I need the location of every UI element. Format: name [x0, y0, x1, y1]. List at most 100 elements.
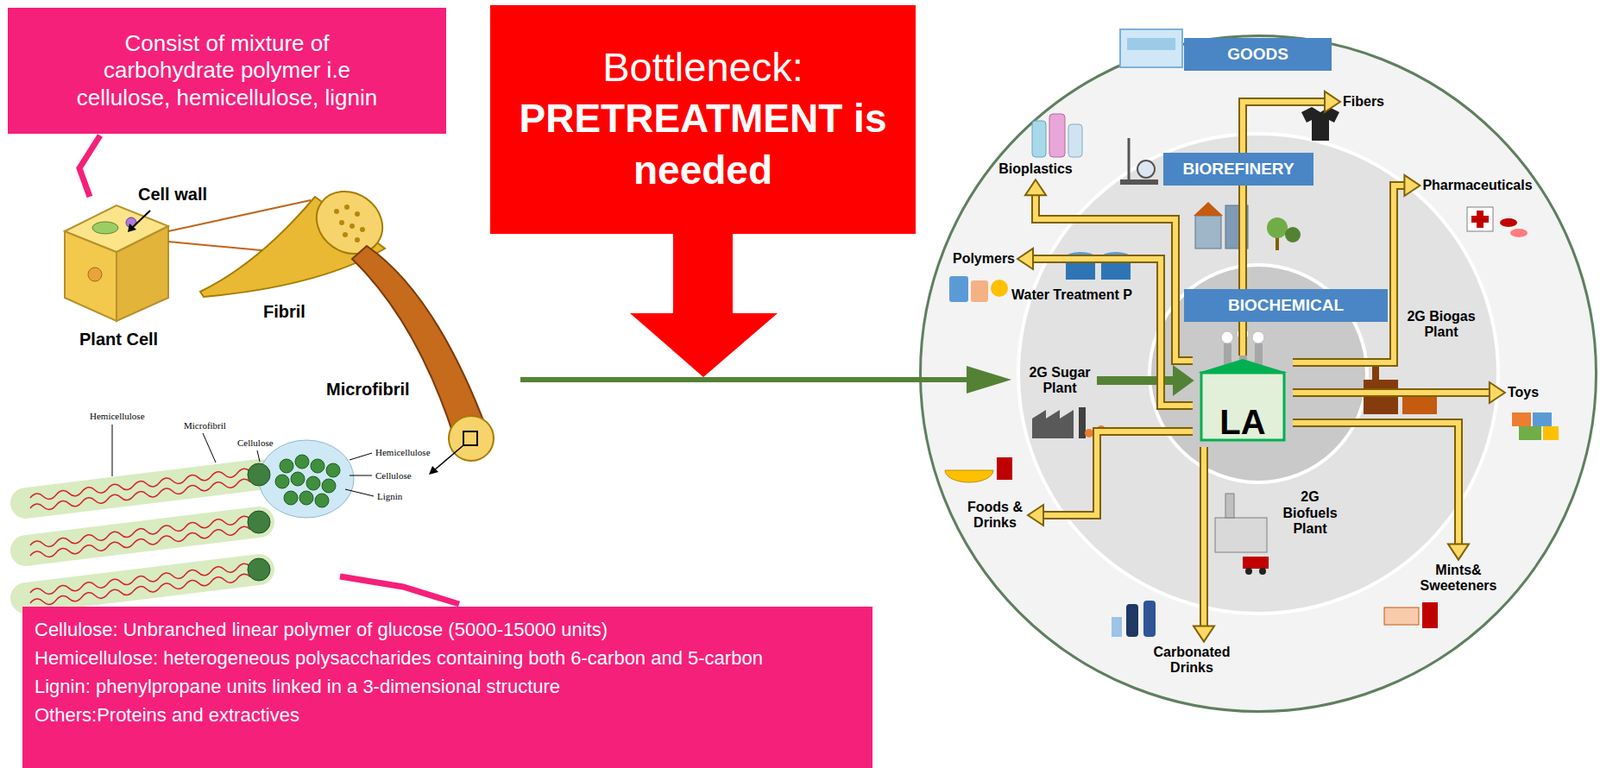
biochemical-ring: BIOCHEMICALLA: [1147, 263, 1369, 485]
definition-text: Cellulose: Unbranched linear polymer of …: [34, 615, 861, 644]
bottleneck-arrow: [629, 233, 778, 378]
part-label: Microfibril: [183, 420, 227, 431]
plant-node: LA: [1195, 358, 1291, 445]
bottle-icon: [1032, 120, 1046, 158]
toy-icon: [1518, 426, 1542, 441]
process-arrow: [520, 377, 969, 383]
product-label: Polymers: [952, 251, 1015, 267]
dot: [344, 204, 350, 210]
section-ground: [258, 440, 354, 518]
product-node: Toys: [1507, 384, 1539, 401]
dot: [349, 223, 355, 229]
polymer-icon: [990, 279, 1008, 297]
fibril-section: [304, 178, 396, 267]
pointer-arrow: [132, 210, 151, 228]
cloud-icon: [1221, 331, 1234, 344]
factory-icon: [1225, 493, 1235, 518]
product-node: Polymers: [952, 251, 1015, 267]
pointer-arrow-head: [127, 223, 137, 233]
ring-outline: [919, 34, 1598, 713]
hemicellulose-strands: [30, 468, 251, 605]
fibril-dots: [333, 204, 366, 243]
mint-icon: [1422, 602, 1438, 629]
zoom-arrow: [434, 445, 464, 471]
goods-ring: GOODSBIOREFINERYBIOCHEMICALLA2G Sugar Pl…: [919, 34, 1598, 713]
product-label: Bioplastics: [998, 161, 1072, 177]
product-label: Foods & Drinks: [964, 499, 1026, 532]
bottle-icon: [1049, 113, 1065, 158]
arrow-outline: [1199, 447, 1209, 628]
plant-building: [1201, 372, 1285, 441]
product-node: Bioplastics: [998, 161, 1072, 177]
sugar-icon: [1084, 428, 1094, 438]
part-label: Cellulose: [237, 437, 274, 448]
lab-icon: [1137, 160, 1155, 178]
lab-icon: [1127, 138, 1131, 182]
dot: [354, 237, 360, 243]
strand: [30, 468, 251, 499]
definition-box: Cellulose: Unbranched linear polymer of …: [22, 606, 873, 768]
strand: [30, 573, 251, 605]
cellulose-unit: [310, 459, 325, 473]
bottle-icon: [1143, 600, 1156, 637]
cellulose-unit: [326, 463, 341, 478]
pointer-line: [79, 135, 101, 197]
bottleneck-text: PRETREATMENT is needed: [507, 93, 899, 197]
polymer-icon: [949, 276, 969, 303]
dot: [333, 208, 340, 215]
definition-text: Others:Proteins and extractives: [34, 700, 861, 730]
product-node: Foods & Drinks: [964, 499, 1026, 532]
zoom-arrow-head: [428, 466, 439, 475]
building-icon: [1127, 37, 1176, 51]
plant-node: 2G Biofuels Plant: [1280, 489, 1340, 537]
microfibril-section: [448, 415, 494, 461]
part-label: Lignin: [377, 491, 403, 502]
part-label: Cell wall: [138, 184, 208, 205]
truck-icon: [1245, 567, 1253, 575]
bottleneck-text: Bottleneck:: [602, 42, 804, 94]
part-label: Cellulose: [375, 470, 412, 481]
ring-banner: BIOREFINERY: [1163, 152, 1314, 186]
cellulose-unit: [290, 472, 305, 486]
cellulose-unit: [314, 493, 329, 508]
part-label: Microfibril: [326, 379, 410, 400]
leader-line: [257, 450, 260, 462]
product-label: Carbonated Drinks: [1151, 644, 1234, 677]
dot: [342, 232, 348, 238]
microfibril-end: [247, 463, 271, 486]
organelle: [92, 221, 119, 234]
bottle-icon: [1126, 604, 1139, 637]
arrow-shaft: [1292, 390, 1491, 396]
note-box: Consist of mixture of carbohydrate polym…: [7, 7, 447, 134]
dot: [359, 226, 366, 233]
product-node: Fibers: [1342, 94, 1385, 110]
product-node: Mints& Sweeteners: [1418, 562, 1499, 595]
bottleneck-box: Bottleneck:PRETREATMENT is needed: [490, 5, 916, 234]
product-label: Mints& Sweeteners: [1418, 562, 1499, 595]
tree-icon: [1266, 217, 1288, 239]
arrow-outline: [1292, 388, 1491, 397]
toy-icon: [1543, 426, 1559, 441]
note-text: Consist of mixture of carbohydrate polym…: [59, 30, 395, 112]
cell-face: [64, 205, 169, 252]
plant-node: 2G Sugar Plant: [1025, 365, 1095, 397]
building-icon: [1120, 29, 1183, 68]
ring-circle: [1018, 133, 1499, 614]
microfibril-end: [247, 510, 271, 534]
factory-icon: [1215, 517, 1267, 553]
cellulose-unit: [321, 478, 336, 493]
hemicellulose-ribbon: [25, 569, 259, 599]
zoom-box: [463, 431, 478, 446]
medicine-icon: [1471, 215, 1489, 223]
strand: [30, 516, 251, 547]
plant-label: Water Treatment P: [1011, 287, 1133, 303]
plant-label: 2G Biofuels Plant: [1280, 489, 1340, 537]
strand: [30, 478, 251, 510]
product-node: Pharmaceuticals: [1422, 177, 1532, 194]
cellulose-unit: [275, 474, 290, 489]
ring-circle: [920, 36, 1597, 712]
part-label: Hemicellulose: [375, 447, 431, 458]
ring-banner: BIOCHEMICAL: [1184, 289, 1388, 322]
drink-icon: [996, 457, 1013, 480]
medicine-icon: [1467, 207, 1493, 232]
